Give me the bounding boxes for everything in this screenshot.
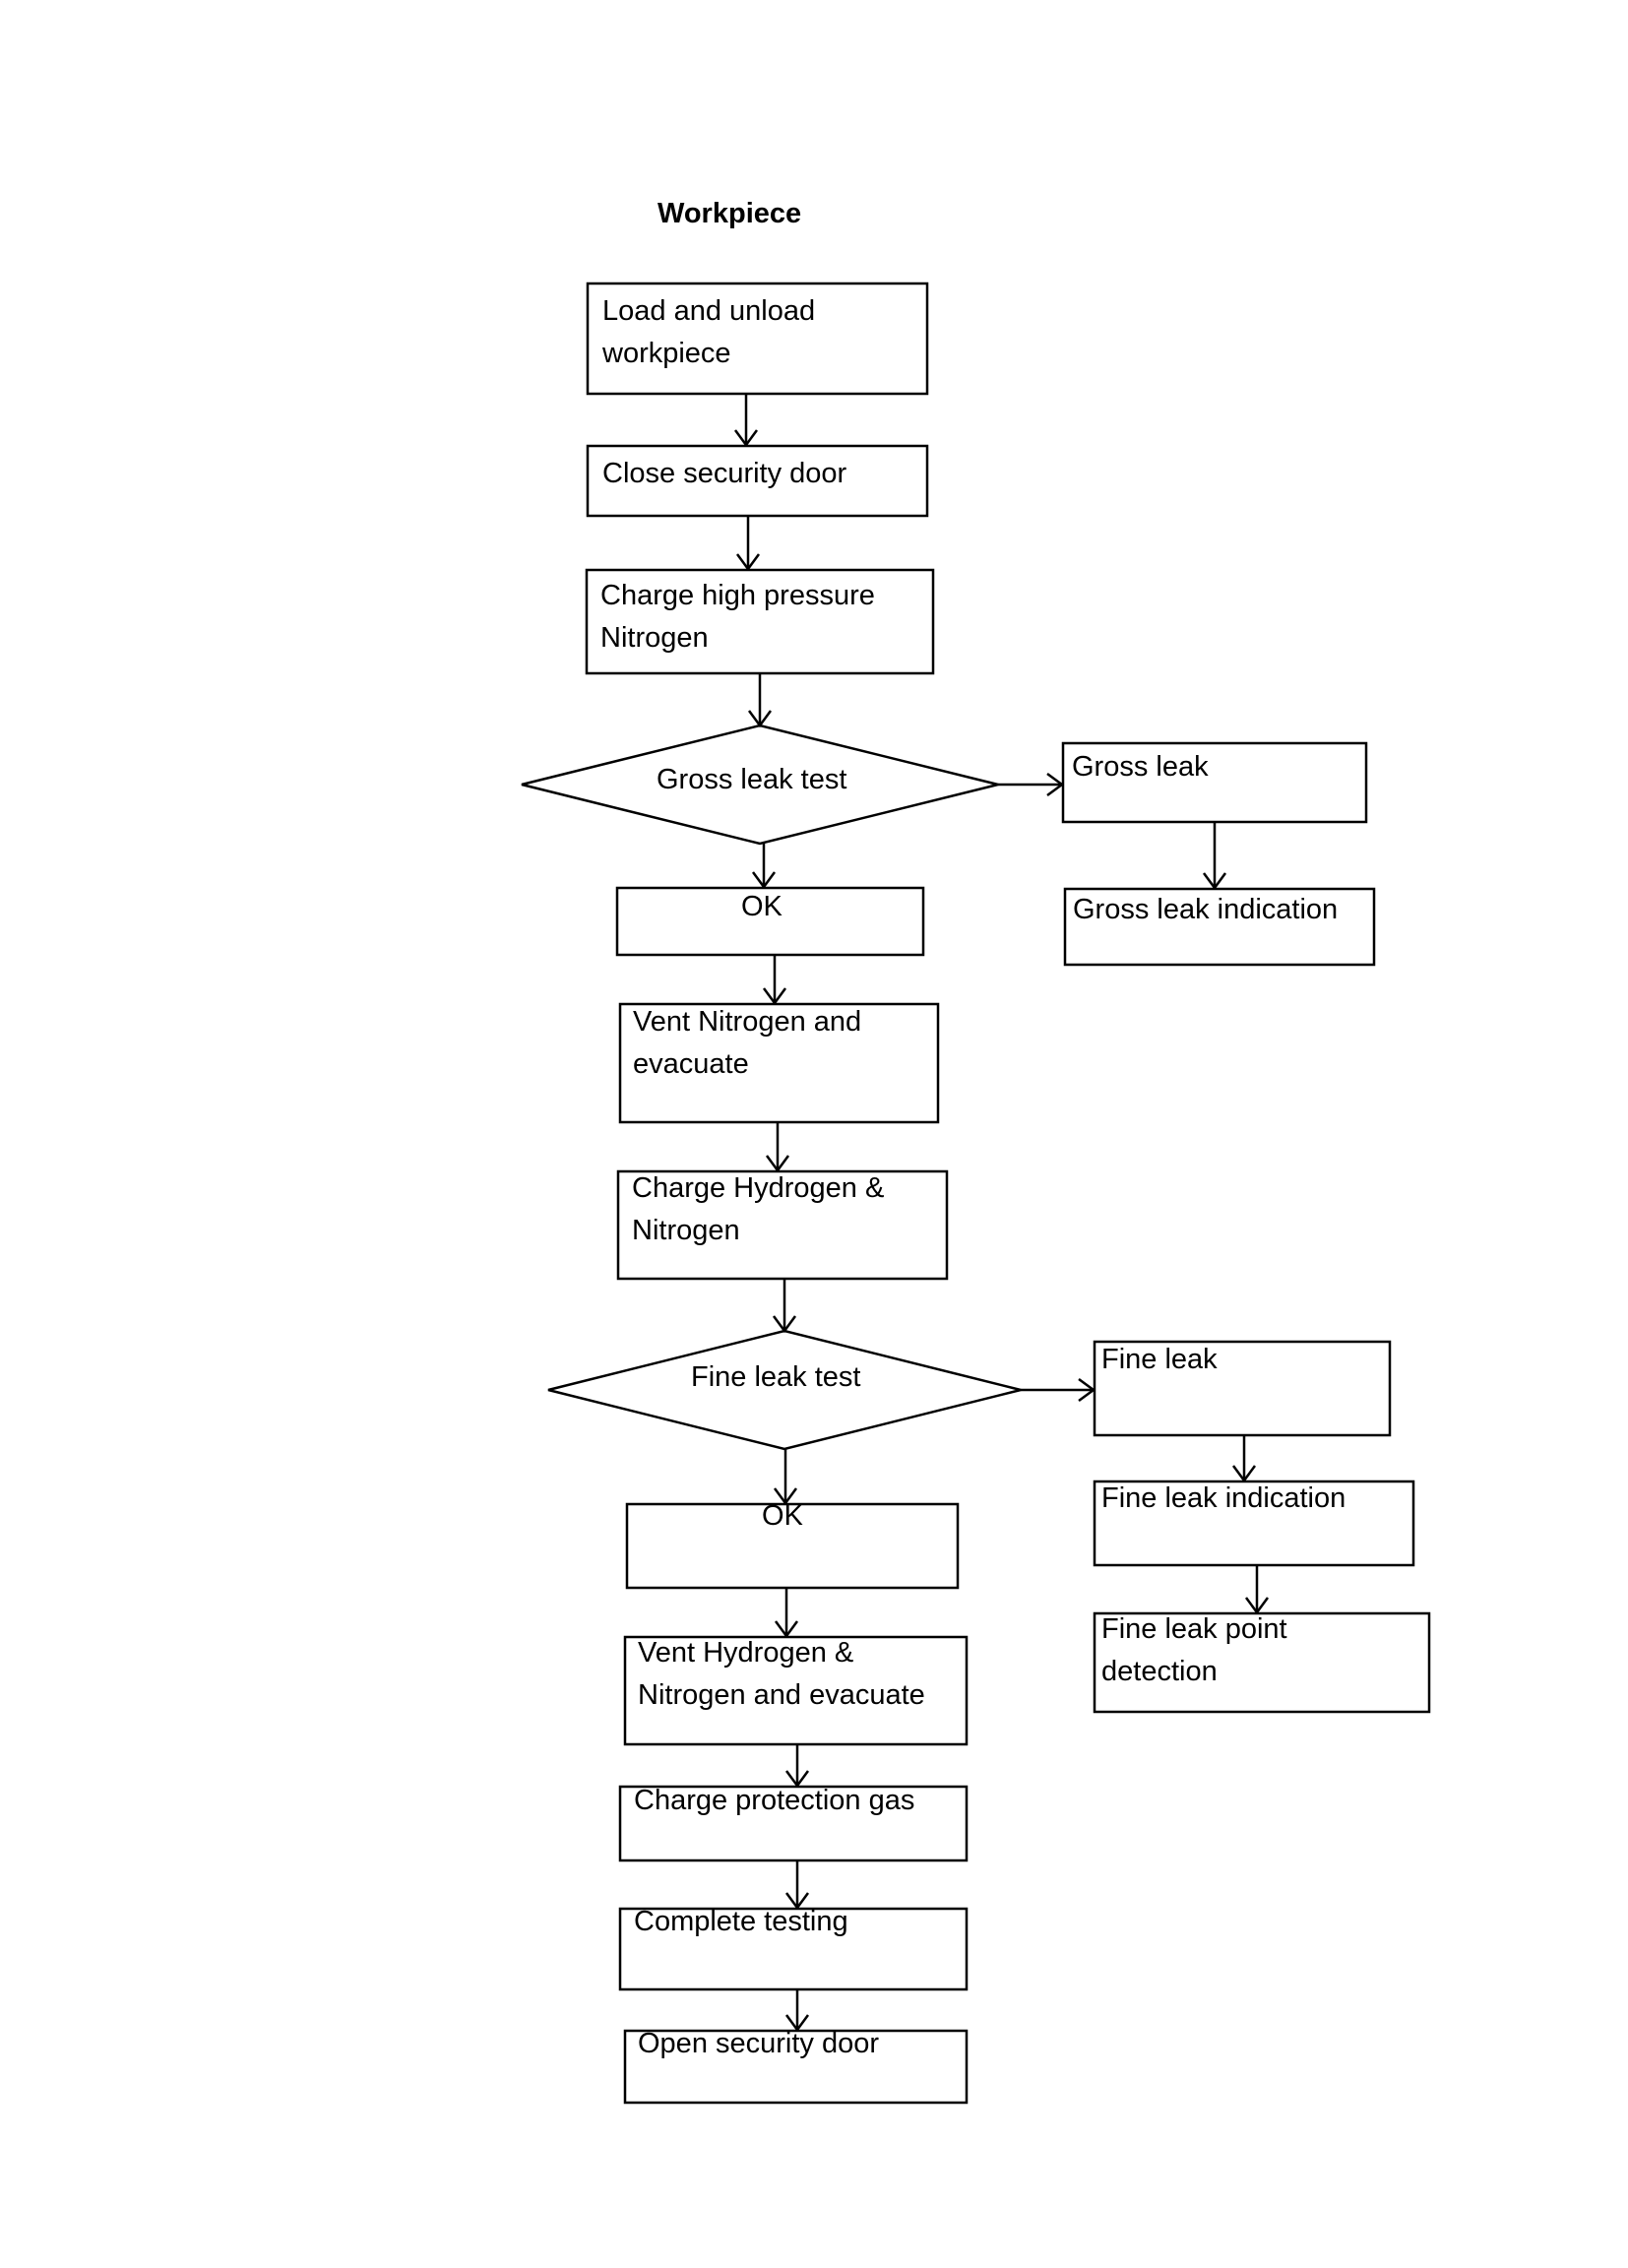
vent-h2n2-line1: Vent Hydrogen & — [638, 1637, 854, 1669]
arrow-fine-test-to-fine-leak-head — [1078, 1377, 1096, 1403]
gross-ok-box — [615, 886, 925, 957]
arrow-gross-test-to-gross-leak-head — [1046, 772, 1065, 797]
arrow-vent-to-charge-h2n2-head — [765, 1155, 790, 1173]
arrow-indication-to-point-detection-head — [1244, 1597, 1270, 1615]
charge-protection-gas-box — [618, 1785, 969, 1862]
charge-h2n2-line2: Nitrogen — [632, 1215, 740, 1246]
arrow-gross-test-to-ok-head — [751, 871, 777, 890]
vent-nitrogen-line2: evacuate — [633, 1048, 749, 1080]
arrow-fine-leak-to-indication-head — [1231, 1465, 1257, 1483]
load-workpiece-line1: Load and unload — [602, 295, 816, 327]
charge-protection-gas-label: Charge protection gas — [634, 1785, 915, 1816]
fine-leak-indication-label: Fine leak indication — [1101, 1482, 1346, 1514]
arrow-complete-to-open-head — [784, 2014, 810, 2033]
fine-leak-test-label: Fine leak test — [691, 1361, 861, 1393]
gross-leak-label: Gross leak — [1072, 751, 1209, 783]
open-security-door-label: Open security door — [638, 2028, 880, 2059]
arrow-vent-h2n2-to-protection-head — [784, 1770, 810, 1789]
charge-h2n2-line1: Charge Hydrogen & — [632, 1172, 885, 1204]
vent-nitrogen-box — [618, 1002, 940, 1124]
vent-h2n2-box — [623, 1635, 969, 1746]
gross-leak-indication-box — [1063, 887, 1376, 967]
fine-leak-label: Fine leak — [1101, 1344, 1218, 1375]
charge-h2n2-box — [616, 1169, 949, 1281]
fine-ok-label: OK — [762, 1500, 803, 1532]
load-workpiece-box — [586, 282, 929, 396]
gross-leak-indication-label: Gross leak indication — [1073, 894, 1339, 925]
charge-nitrogen-box — [585, 568, 935, 675]
arrow-fine-test-to-ok-head — [773, 1487, 798, 1506]
diagram-title: Workpiece — [657, 198, 802, 229]
vent-h2n2-line2: Nitrogen and evacuate — [638, 1679, 925, 1711]
charge-nitrogen-line2: Nitrogen — [600, 622, 709, 654]
complete-testing-box — [618, 1907, 969, 1991]
arrow-charge-h2n2-to-fine-test-head — [772, 1315, 797, 1334]
gross-leak-test-label: Gross leak test — [657, 764, 847, 795]
gross-leak-box — [1061, 741, 1368, 824]
arrow-fine-ok-to-vent-h2n2-head — [774, 1620, 799, 1639]
gross-ok-label: OK — [741, 891, 783, 922]
arrow-load-to-close-head — [733, 429, 759, 448]
fine-leak-point-line1: Fine leak point — [1101, 1613, 1287, 1645]
open-security-door-box — [623, 2029, 969, 2105]
fine-leak-point-box — [1093, 1611, 1431, 1714]
close-security-door-box — [586, 444, 929, 518]
arrow-charge-to-gross-test-head — [747, 710, 773, 728]
fine-leak-box — [1093, 1340, 1392, 1437]
close-security-door-label: Close security door — [602, 458, 847, 489]
arrow-protection-to-complete-head — [784, 1892, 810, 1911]
arrow-ok-to-vent-head — [762, 987, 787, 1006]
load-workpiece-line2: workpiece — [602, 338, 731, 369]
arrow-close-to-charge-head — [735, 553, 761, 572]
charge-nitrogen-line1: Charge high pressure — [600, 580, 875, 611]
fine-ok-box — [625, 1502, 960, 1590]
vent-nitrogen-line1: Vent Nitrogen and — [633, 1006, 862, 1038]
complete-testing-label: Complete testing — [634, 1906, 848, 1937]
fine-leak-point-line2: detection — [1101, 1656, 1218, 1687]
arrow-gross-leak-to-indication-head — [1202, 872, 1227, 891]
fine-leak-indication-box — [1093, 1480, 1415, 1567]
